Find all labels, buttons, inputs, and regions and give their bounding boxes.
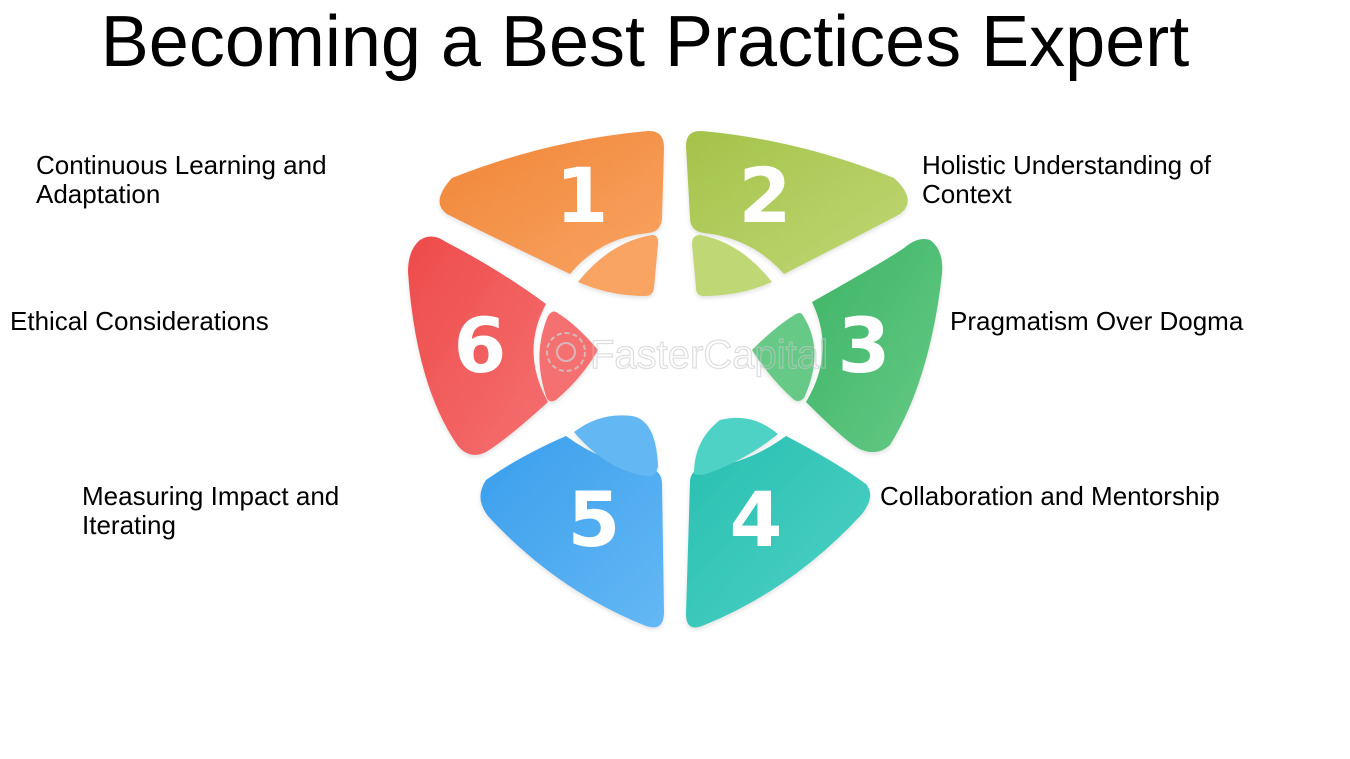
segment-6: 6 <box>408 236 598 455</box>
segment-1: 1 <box>439 130 664 296</box>
segment-4-number: 4 <box>730 475 783 564</box>
segment-label-2: Holistic Understanding of Context <box>922 150 1212 209</box>
segment-4: 4 <box>686 417 871 628</box>
segment-label-1: Continuous Learning and Adaptation <box>36 150 327 209</box>
segment-5: 5 <box>480 415 664 628</box>
segment-6-number: 6 <box>454 301 507 390</box>
segment-2-inner-petal <box>692 235 772 296</box>
segment-5-inner-petal <box>574 415 658 477</box>
segment-2-outer-petal <box>686 130 908 274</box>
segment-5-number: 5 <box>568 475 621 564</box>
segment-2: 2 <box>686 130 908 296</box>
segment-5-outer-petal <box>480 436 664 628</box>
segment-3: 3 <box>752 239 943 453</box>
segment-4-outer-petal <box>686 436 871 628</box>
watermark-logo: FasterCapital <box>546 332 828 378</box>
watermark-gear-icon <box>546 332 586 372</box>
segment-1-outer-petal <box>439 130 664 274</box>
segment-label-4: Collaboration and Mentorship <box>880 481 1220 511</box>
segment-1-inner-petal <box>578 235 659 296</box>
segment-3-inner-petal <box>752 313 815 401</box>
watermark-text: FasterCapital <box>590 333 828 377</box>
segment-label-6: Ethical Considerations <box>10 306 269 336</box>
segment-6-outer-petal <box>408 236 548 455</box>
segment-3-number: 3 <box>838 301 891 390</box>
segment-2-number: 2 <box>739 151 792 240</box>
segment-3-outer-petal <box>806 239 943 453</box>
page-title: Becoming a Best Practices Expert <box>100 2 1190 82</box>
segment-label-3: Pragmatism Over Dogma <box>950 306 1244 336</box>
segment-label-5: Measuring Impact and Iterating <box>82 481 340 540</box>
segment-4-inner-petal <box>694 417 778 475</box>
segment-1-number: 1 <box>556 151 609 240</box>
segment-6-inner-petal <box>539 311 598 402</box>
